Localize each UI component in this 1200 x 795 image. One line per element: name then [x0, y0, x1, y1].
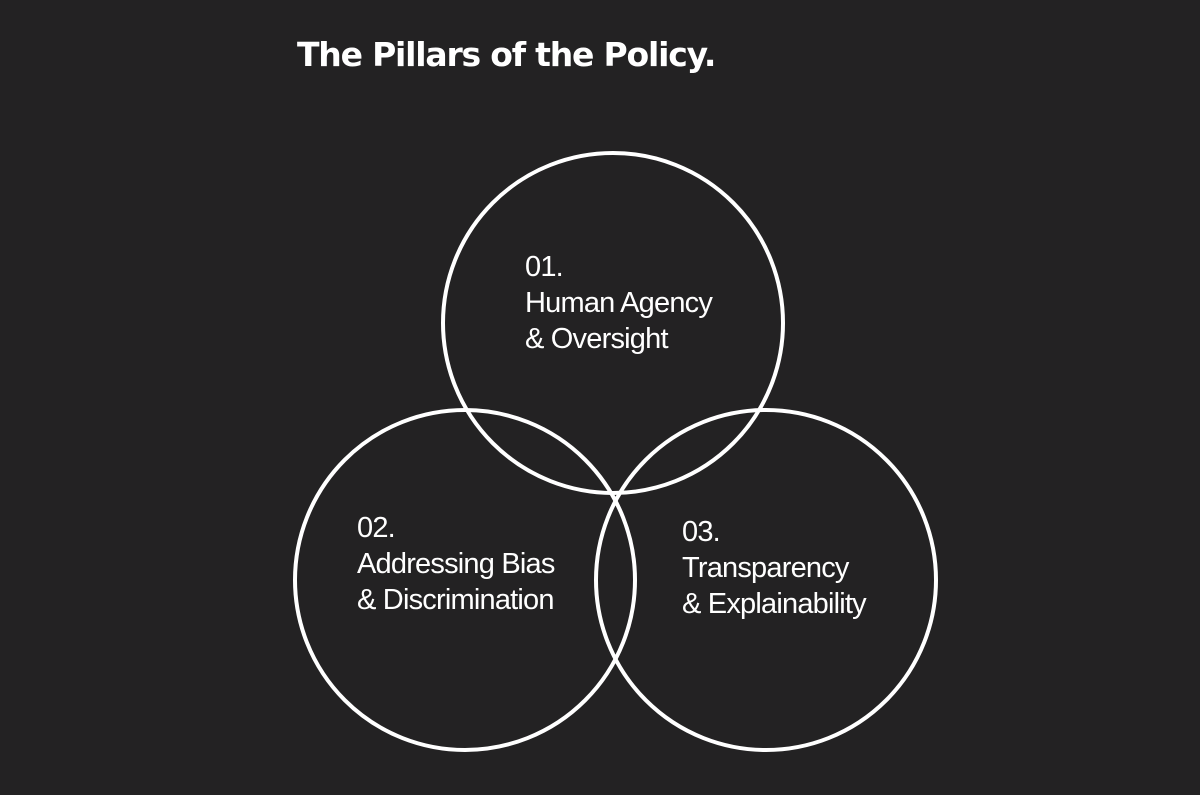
pillar-label-1: 01. Human Agency & Oversight [525, 249, 713, 357]
pillar-title-line-2: & Explainability [682, 588, 867, 620]
pillar-title-line-1: Transparency [682, 552, 849, 584]
pillar-number: 03. [682, 516, 721, 548]
pillar-title-line-1: Human Agency [525, 287, 713, 319]
pillar-label-3: 03. Transparency & Explainability [682, 514, 867, 622]
page-title: The Pillars of the Policy. [297, 35, 716, 74]
pillar-circle-3 [594, 408, 938, 752]
pillar-title-line-2: & Oversight [525, 323, 669, 355]
pillar-number: 01. [525, 251, 564, 283]
pillar-circle-2 [293, 408, 637, 752]
pillar-title-line-1: Addressing Bias [357, 548, 555, 580]
pillar-number: 02. [357, 512, 396, 544]
pillar-label-2: 02. Addressing Bias & Discrimination [357, 510, 555, 618]
pillar-title-line-2: & Discrimination [357, 584, 555, 616]
